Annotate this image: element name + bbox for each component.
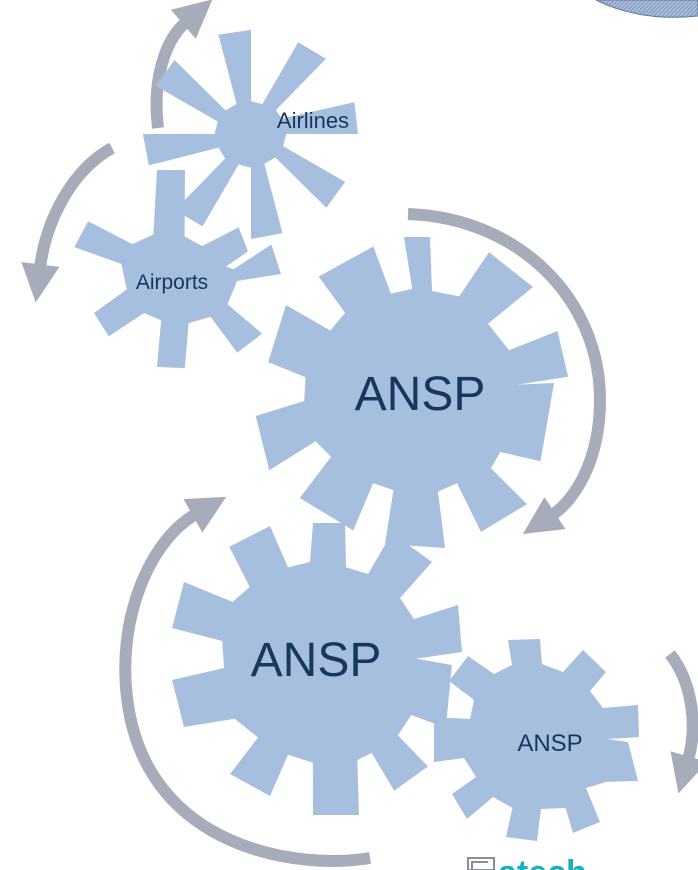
- arrow-airports-loop: [21, 142, 116, 303]
- corner-oval-shape: [595, 0, 698, 18]
- gear-airports: [74, 170, 281, 369]
- gear-ansp-small: [434, 639, 639, 841]
- atech-logo: atech: [467, 854, 587, 870]
- gear-label-ansp-main: ANSP: [355, 368, 486, 421]
- arrow-ansp-main-loop: [407, 208, 607, 535]
- gear-label-ansp-lower: ANSP: [251, 634, 382, 687]
- gear-label-airports: Airports: [136, 271, 208, 294]
- arrow-ansp-small-loop: [665, 650, 698, 794]
- atech-logo-text: atech: [498, 854, 587, 870]
- gear-airlines: [142, 29, 358, 240]
- gear-ansp-main: [255, 237, 569, 548]
- gear-ansp-lower: [172, 523, 462, 815]
- arrow-ansp-lower-loop: [119, 496, 372, 867]
- arrow-airlines-loop: [150, 0, 213, 129]
- gear-label-airlines: Airlines: [277, 108, 349, 133]
- gear-label-ansp-small: ANSP: [517, 730, 582, 757]
